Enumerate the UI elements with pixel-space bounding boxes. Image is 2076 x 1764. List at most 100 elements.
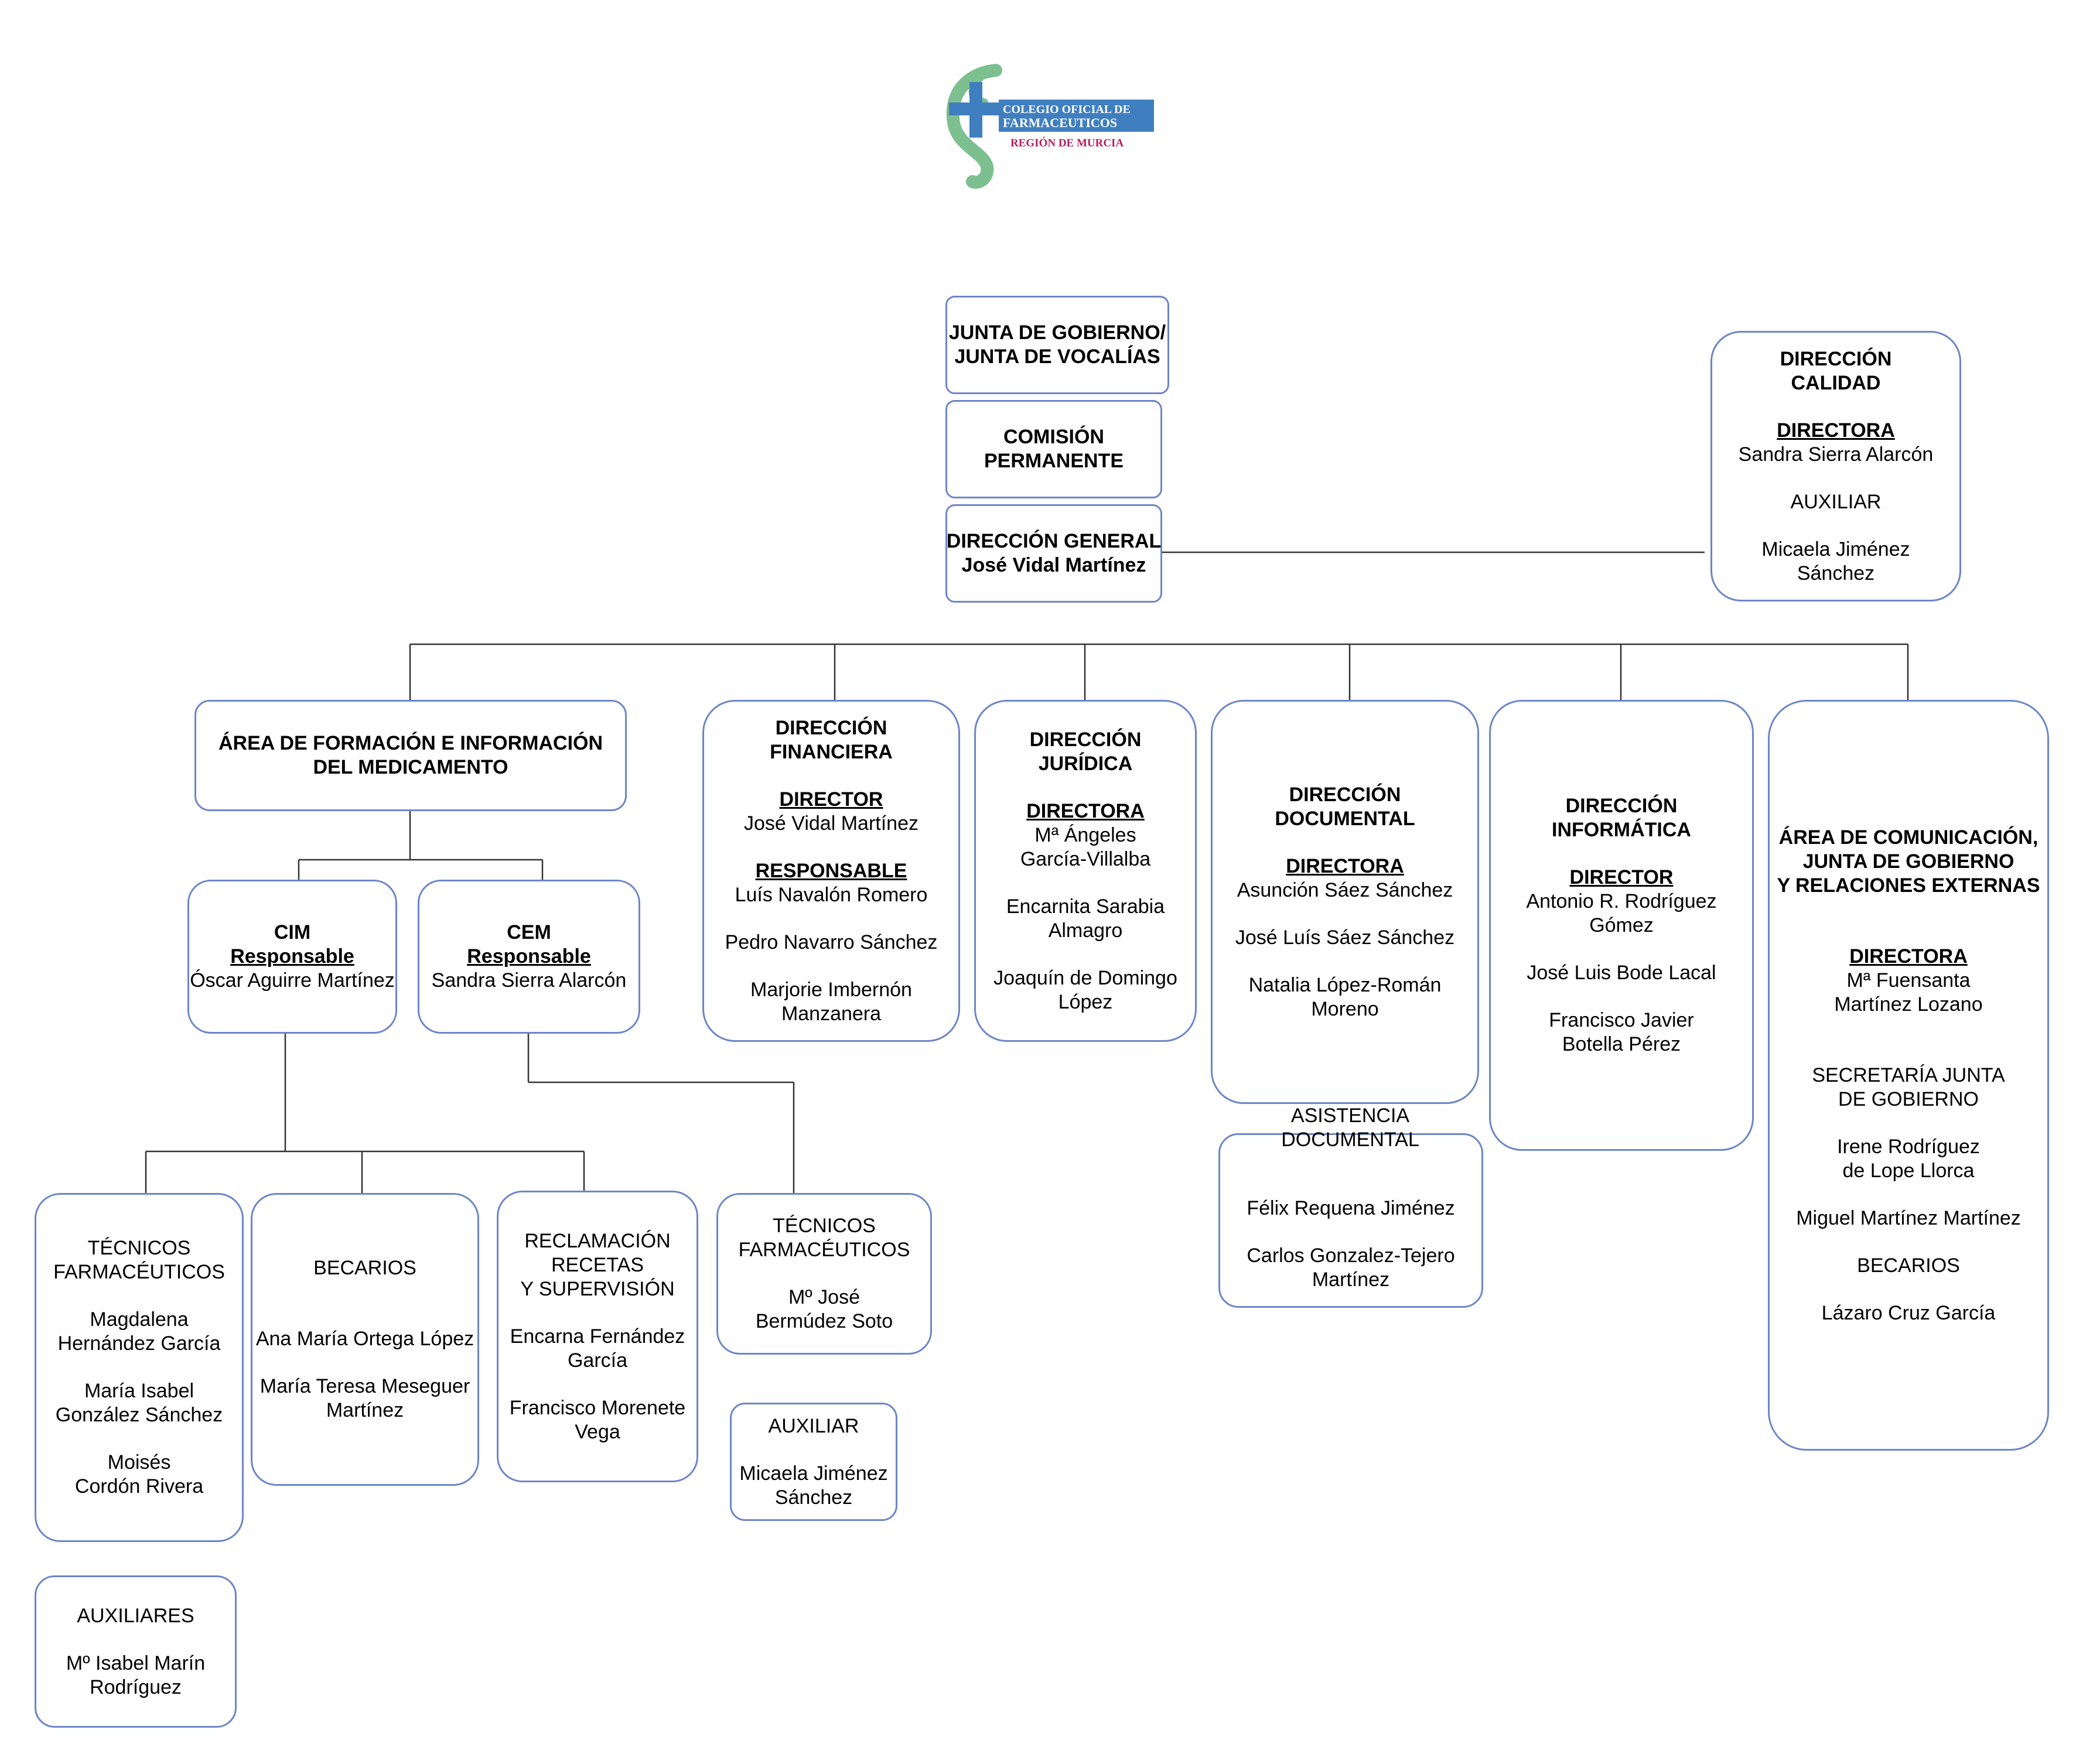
- box-text-line: Micaela Jiménez: [1761, 538, 1910, 560]
- box-text-line: Martínez: [1312, 1268, 1390, 1291]
- box-text-line: Cordón Rivera: [74, 1475, 204, 1498]
- box-text-line: JURÍDICA: [1038, 752, 1133, 775]
- box-text-line: COMISIÓN: [1003, 426, 1104, 448]
- box-text-line: Lázaro Cruz García: [1821, 1301, 1996, 1324]
- box-text-line: Francisco Morenete: [509, 1396, 686, 1419]
- box-text-line: Carlos Gonzalez-Tejero: [1247, 1244, 1455, 1267]
- box-text-line: Marjorie Imbernón: [750, 978, 912, 1001]
- colegio-farmaceuticos-logo: COLEGIO OFICIAL DE FARMACEUTICOS REGIÓN …: [946, 64, 1154, 189]
- box-text-line: RESPONSABLE: [755, 859, 907, 882]
- box-text-line: Joaquín de Domingo: [993, 966, 1177, 989]
- box-text-line: DIRECCIÓN: [1289, 783, 1401, 806]
- box-text-line: CEM: [507, 921, 551, 943]
- box-text-line: Mª Fuensanta: [1846, 969, 1971, 992]
- box-text-line: FARMACÉUTICOS: [738, 1239, 910, 1261]
- box-text-line: ÁREA DE FORMACIÓN E INFORMACIÓN: [218, 732, 603, 754]
- box-text-line: Magdalena: [90, 1308, 189, 1331]
- box-text-line: María Isabel: [84, 1380, 194, 1402]
- box-text-line: de Lope Llorca: [1842, 1159, 1975, 1182]
- box-text-line: José Vidal Martínez: [961, 554, 1146, 576]
- box-text-line: Mº José: [788, 1286, 860, 1308]
- box-text-line: Rodríguez: [90, 1676, 182, 1698]
- box-text-line: Luís Navalón Romero: [735, 883, 928, 906]
- box-text-line: SECRETARÍA JUNTA: [1812, 1064, 2005, 1086]
- box-text-line: DIRECTOR: [1569, 866, 1674, 888]
- box-text-line: Responsable: [467, 945, 591, 968]
- box-text-line: BECARIOS: [1857, 1254, 1960, 1277]
- box-text-line: José Luis Bode Lacal: [1527, 962, 1716, 984]
- box-text-line: García: [567, 1349, 628, 1372]
- box-text-line: PERMANENTE: [984, 450, 1124, 472]
- box-text-line: AUXILIAR: [768, 1414, 859, 1437]
- box-text-line: DIRECCIÓN: [1029, 728, 1142, 751]
- asistencia-title-line-2: DOCUMENTAL: [1281, 1129, 1419, 1151]
- box-text-line: DIRECCIÓN GENERAL: [946, 530, 1162, 552]
- box-text-line: FARMACÉUTICOS: [53, 1261, 225, 1283]
- box-text-line: Pedro Navarro Sánchez: [725, 931, 938, 953]
- box-text-line: CALIDAD: [1791, 371, 1881, 394]
- box-text-line: FINANCIERA: [770, 740, 893, 763]
- box-text-line: Y RELACIONES EXTERNAS: [1777, 874, 2040, 897]
- box-text-line: DE GOBIERNO: [1838, 1088, 1979, 1110]
- box-text-line: Sánchez: [1797, 562, 1875, 584]
- box-text-line: Y SUPERVISIÓN: [520, 1277, 675, 1300]
- box-text-line: AUXILIARES: [77, 1604, 194, 1627]
- box-text-line: María Teresa Meseguer: [260, 1375, 470, 1397]
- box-text-line: DIRECTORA: [1286, 854, 1404, 877]
- box-text-line: Almagro: [1048, 919, 1123, 942]
- box-text-line: Encarnita Sarabia: [1006, 895, 1165, 918]
- asistencia-title-line-1: ASISTENCIA: [1290, 1105, 1410, 1127]
- box-text-line: CIM: [274, 921, 311, 943]
- box-text-line: Encarna Fernández: [510, 1325, 685, 1348]
- connector-lines: [145, 551, 1909, 1193]
- box-text-line: DIRECTORA: [1026, 799, 1145, 822]
- box-text-line: JUNTA DE GOBIERNO: [1802, 850, 2014, 873]
- box-text-line: AUXILIAR: [1790, 490, 1882, 513]
- box-text-line: Ana María Ortega López: [255, 1328, 474, 1350]
- logo-line-2: FARMACEUTICOS: [1003, 115, 1117, 130]
- box-text-line: López: [1058, 990, 1113, 1013]
- box-text-line: ÁREA DE COMUNICACIÓN,: [1778, 826, 2039, 849]
- box-text-line: Óscar Aguirre Martínez: [190, 969, 395, 992]
- box-text-line: Moreno: [1311, 997, 1379, 1020]
- box-text-line: José Luís Sáez Sánchez: [1235, 926, 1455, 949]
- box-text-line: RECETAS: [551, 1253, 644, 1276]
- logo-line-1: COLEGIO OFICIAL DE: [1003, 103, 1131, 116]
- box-text-line: DIRECTORA: [1849, 945, 1968, 968]
- box-text-line: Micaela Jiménez: [739, 1462, 888, 1485]
- box-text-line: JUNTA DE GOBIERNO/: [948, 322, 1166, 344]
- box-text-line: Mº Isabel Marín: [66, 1652, 206, 1674]
- box-text-line: Sandra Sierra Alarcón: [431, 969, 627, 992]
- box-text-line: Vega: [575, 1420, 620, 1443]
- box-text-line: BECARIOS: [313, 1257, 416, 1279]
- asistencia-documental-title: ASISTENCIA DOCUMENTAL: [1242, 1104, 1459, 1152]
- box-text-line: Martínez: [326, 1399, 404, 1421]
- box-text-line: Sánchez: [774, 1486, 853, 1509]
- box-text-line: JUNTA DE VOCALÍAS: [954, 346, 1160, 368]
- box-text-line: Hernández García: [57, 1332, 221, 1355]
- box-text-line: Responsable: [230, 945, 354, 968]
- box-text-line: Francisco Javier: [1549, 1009, 1694, 1031]
- box-text-line: González Sánchez: [55, 1404, 223, 1426]
- box-text-line: DOCUMENTAL: [1275, 807, 1415, 830]
- logo-line-3: REGIÓN DE MURCIA: [1010, 136, 1124, 149]
- box-text-line: DEL MEDICAMENTO: [313, 756, 508, 778]
- box-text-line: Mª Ángeles: [1034, 823, 1136, 846]
- box-text-line: Gómez: [1589, 914, 1654, 936]
- box-text-line: Asunción Sáez Sánchez: [1237, 878, 1453, 901]
